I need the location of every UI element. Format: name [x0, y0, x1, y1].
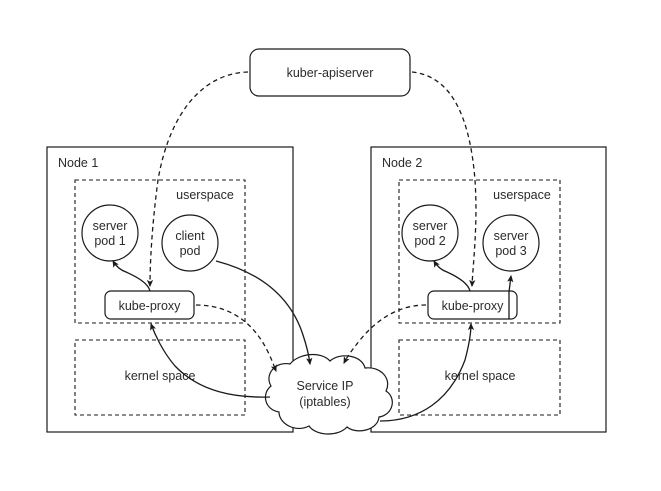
- client-pod[interactable]: client pod: [161, 214, 219, 272]
- edge-client-pod-to-service-ip: [215, 260, 313, 366]
- apiserver-box[interactable]: kuber-apiserver: [249, 48, 411, 97]
- server-pod-3-circle: [482, 214, 540, 272]
- server-pod-3-line2: pod 3: [495, 244, 526, 258]
- node-2-rect: [370, 146, 607, 433]
- node-2-kube-proxy-label: kube-proxy: [442, 299, 505, 313]
- edge-proxy2-to-server-pod-3: [507, 274, 514, 319]
- node-2-kernel-label: kernel space: [445, 369, 516, 383]
- server-pod-3-line1: server: [494, 229, 529, 243]
- edge-apiserver-to-proxy-1: [146, 71, 249, 288]
- service-ip-line1: Service IP: [297, 379, 354, 393]
- node-1-userspace-label: userspace: [176, 188, 234, 202]
- edge-proxy2-to-server-pod-2: [433, 260, 471, 292]
- client-pod-circle: [161, 214, 219, 272]
- node-2-kernel-box: [398, 339, 561, 416]
- node-2-group[interactable]: Node 2 userspace kernel space server pod…: [370, 146, 607, 433]
- server-pod-1-line2: pod 1: [94, 234, 125, 248]
- server-pod-1[interactable]: server pod 1: [81, 204, 139, 262]
- edge-proxy1-to-server-pod-1: [112, 260, 151, 292]
- client-pod-line1: client: [175, 229, 205, 243]
- service-ip-line2: (iptables): [299, 395, 350, 409]
- node-1-kernel-label: kernel space: [125, 369, 196, 383]
- server-pod-2[interactable]: server pod 2: [401, 204, 459, 262]
- node-1-kube-proxy-label: kube-proxy: [119, 299, 182, 313]
- node-1-kernel-box: [74, 339, 246, 416]
- server-pod-2-circle: [401, 204, 459, 262]
- node-1-group[interactable]: Node 1 userspace kernel space server pod…: [46, 146, 294, 433]
- server-pod-1-circle: [81, 204, 139, 262]
- edge-service-ip-to-proxy1: [150, 322, 271, 398]
- server-pod-3[interactable]: server pod 3: [482, 214, 540, 272]
- node-2-kube-proxy-rect: [427, 290, 518, 320]
- node-2-userspace-label: userspace: [493, 188, 551, 202]
- node-2-kube-proxy[interactable]: kube-proxy: [427, 290, 518, 320]
- server-pod-2-line2: pod 2: [414, 234, 445, 248]
- service-ip-cloud-shape: [264, 354, 393, 435]
- edge-service-ip-to-proxy2: [379, 322, 475, 422]
- service-ip-cloud[interactable]: Service IP (iptables): [264, 354, 393, 435]
- node-1-rect: [46, 146, 294, 433]
- node-1-label: Node 1: [58, 156, 98, 170]
- client-pod-line2: pod: [180, 244, 201, 258]
- node-2-userspace-box: [398, 179, 561, 324]
- server-pod-2-line1: server: [413, 219, 448, 233]
- edge-proxy1-to-service-ip: [195, 304, 277, 372]
- node-2-label: Node 2: [382, 156, 422, 170]
- node-1-kube-proxy[interactable]: kube-proxy: [104, 290, 195, 320]
- apiserver-label: kuber-apiserver: [287, 66, 374, 80]
- node-1-userspace-box: [74, 179, 246, 324]
- server-pod-1-line1: server: [93, 219, 128, 233]
- edge-proxy2-to-service-ip: [343, 304, 427, 364]
- apiserver-rect: [249, 48, 411, 97]
